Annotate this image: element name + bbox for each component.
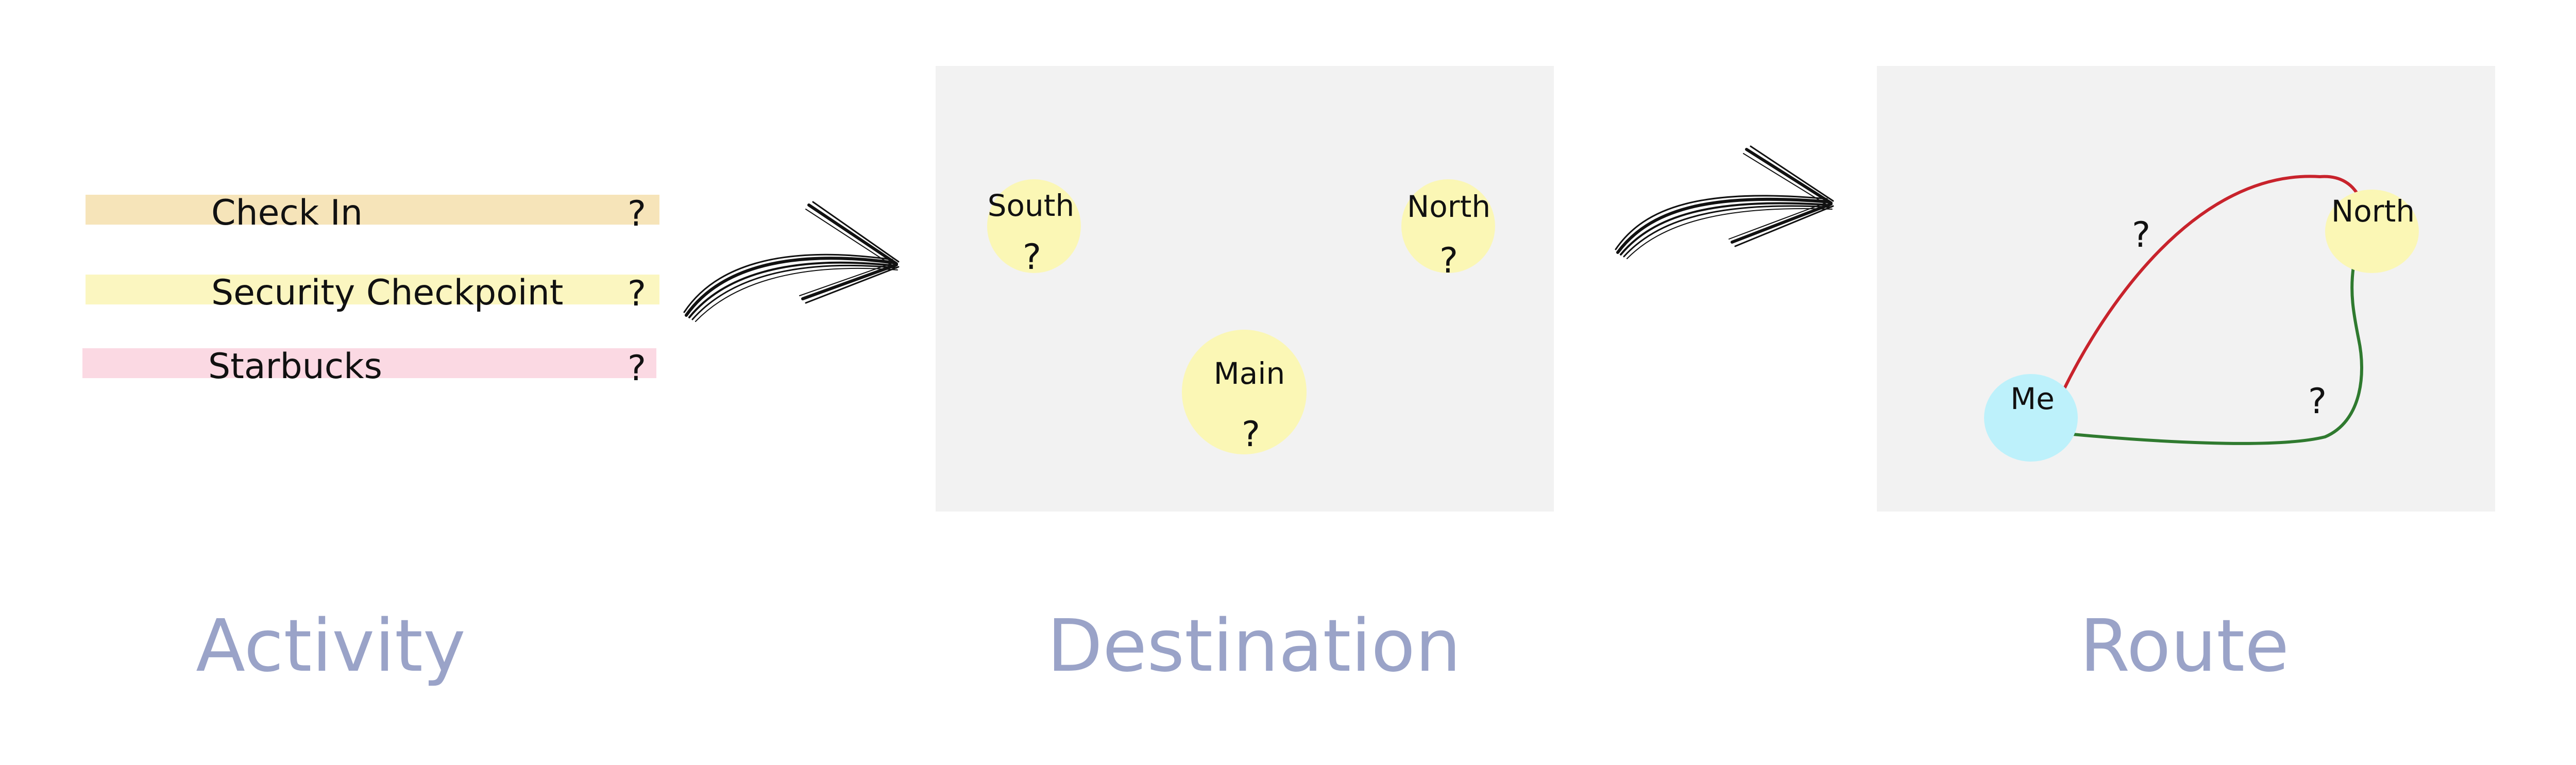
node-north-label: North: [2331, 194, 2415, 229]
hand-drawn-arrow-icon: [683, 201, 900, 322]
node-north: [2325, 190, 2419, 273]
route-panel: North Me ? ?: [1877, 66, 2495, 512]
route-edges: [2062, 175, 2364, 445]
activity-value-security-checkpoint: ?: [628, 274, 647, 314]
activity-label-starbucks: Starbucks: [208, 346, 382, 387]
activity-value-check-in: ?: [628, 194, 647, 234]
route-edge-green: [2072, 266, 2364, 445]
activity-bar-check-in: [86, 195, 659, 225]
node-south-value: ?: [1022, 237, 1042, 278]
caption-activity: Activity: [196, 604, 466, 688]
activity-bar-security-checkpoint: [86, 275, 659, 304]
node-north: [1401, 179, 1495, 273]
hand-drawn-arrow-icon: [1615, 145, 1834, 259]
caption-route: Route: [2079, 604, 2290, 688]
destination-panel: South ? North ? Main ?: [936, 66, 1554, 512]
activity-value-starbucks: ?: [628, 348, 647, 389]
node-south-label: South: [987, 188, 1075, 223]
activity-bar-starbucks: [82, 348, 656, 378]
route-edge-red-value: ?: [2131, 215, 2151, 256]
node-me-label: Me: [2010, 381, 2055, 416]
route-edge-red: [2062, 175, 2362, 392]
node-main-label: Main: [1213, 356, 1285, 391]
node-me: [1984, 374, 2078, 462]
node-south: [987, 179, 1081, 273]
route-edge-green-value: ?: [2308, 381, 2327, 422]
activity-label-check-in: Check In: [211, 193, 363, 233]
node-north-label: North: [1406, 189, 1491, 224]
caption-destination: Destination: [1047, 604, 1461, 688]
node-main: [1182, 330, 1307, 454]
activity-label-security-checkpoint: Security Checkpoint: [211, 273, 564, 313]
node-main-value: ?: [1241, 414, 1261, 455]
node-north-value: ?: [1439, 241, 1459, 281]
